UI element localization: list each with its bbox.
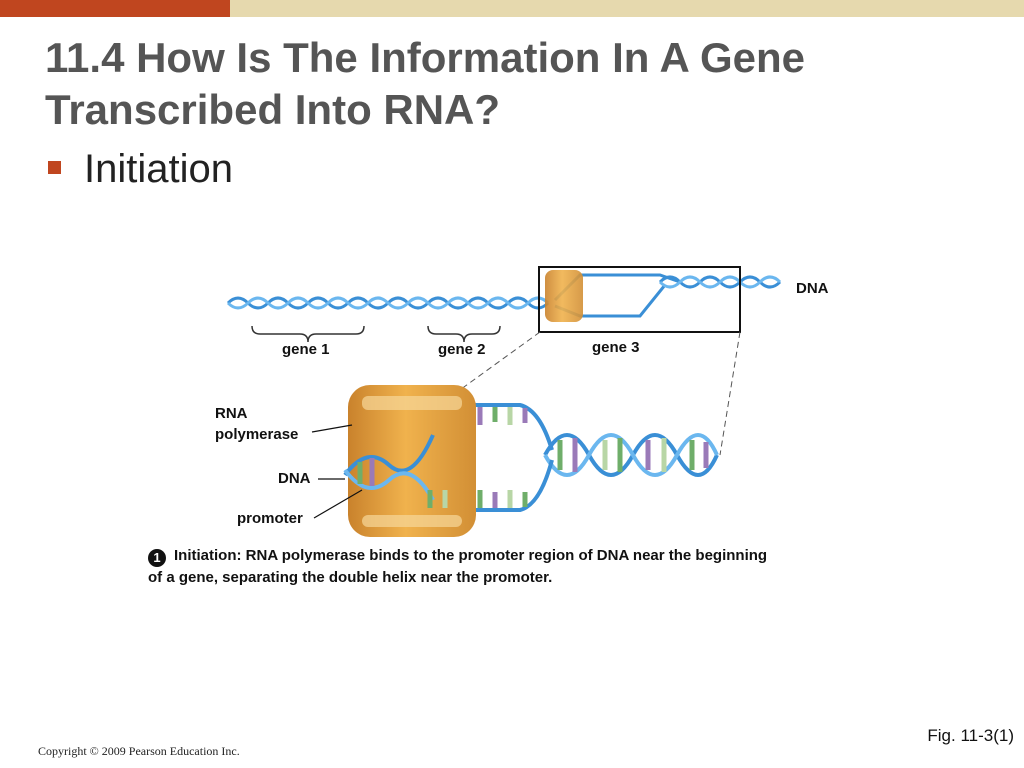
label-gene-3: gene 3 bbox=[592, 339, 640, 356]
top-bar-light bbox=[230, 0, 1024, 17]
label-dna-top: DNA bbox=[796, 280, 829, 297]
label-rna-polymerase-line1: RNA bbox=[215, 405, 248, 422]
label-gene-1: gene 1 bbox=[282, 341, 330, 358]
top-dna-helix-left-b bbox=[226, 296, 550, 310]
top-accent-bar bbox=[0, 0, 230, 17]
leader-promoter bbox=[313, 489, 363, 519]
label-dna: DNA bbox=[278, 470, 311, 487]
figure-reference: Fig. 11-3(1) bbox=[927, 726, 1014, 745]
bullet-text: Initiation bbox=[84, 147, 233, 191]
gene-2-brace bbox=[427, 325, 501, 343]
slide-title: 11.4 How Is The Information In A Gene Tr… bbox=[45, 34, 806, 133]
top-dna-helix-right-b bbox=[658, 275, 782, 289]
caption-text: Initiation: RNA polymerase binds to the … bbox=[148, 547, 768, 586]
zoom-line-right bbox=[719, 331, 741, 456]
dna-through-polymerase-a bbox=[343, 434, 435, 477]
copyright-text: Copyright © 2009 Pearson Education Inc. bbox=[38, 744, 240, 758]
label-gene-2: gene 2 bbox=[438, 341, 486, 358]
step-number-badge: 1 bbox=[148, 549, 166, 567]
label-promoter: promoter bbox=[237, 510, 303, 527]
label-rna-polymerase-line2: polymerase bbox=[215, 426, 299, 443]
gene-1-brace bbox=[251, 325, 365, 343]
square-bullet-icon bbox=[48, 161, 61, 174]
leader-rna-polymerase bbox=[311, 424, 353, 433]
gene-3-highlight-box bbox=[538, 266, 741, 333]
large-dna-helix-right bbox=[543, 433, 719, 477]
small-rna-polymerase bbox=[545, 270, 583, 322]
